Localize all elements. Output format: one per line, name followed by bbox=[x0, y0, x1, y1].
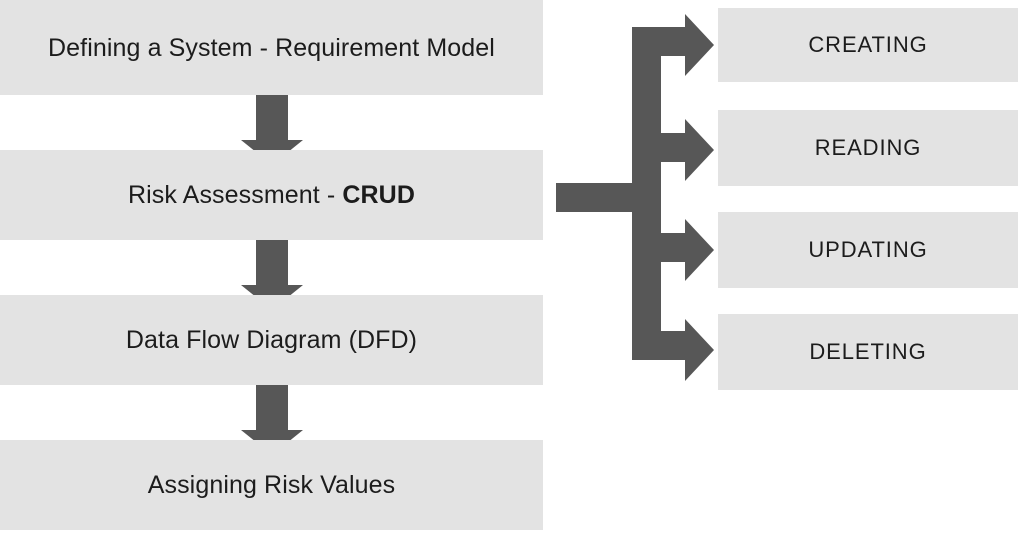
process-step-label-3: Data Flow Diagram (DFD) bbox=[125, 326, 418, 354]
process-step-label-4: Assigning Risk Values bbox=[147, 471, 396, 499]
process-step-box-1[interactable]: Defining a System - Requirement Model bbox=[0, 0, 543, 95]
process-step-box-2[interactable]: Risk Assessment - CRUD bbox=[0, 150, 543, 240]
process-step-label-2: Risk Assessment - CRUD bbox=[128, 180, 415, 210]
process-step-box-3[interactable]: Data Flow Diagram (DFD) bbox=[0, 295, 543, 385]
crud-label-deleting: DELETING bbox=[809, 338, 927, 364]
crud-label-creating: CREATING bbox=[808, 31, 928, 57]
process-step-box-4[interactable]: Assigning Risk Values bbox=[0, 440, 543, 530]
branch-stem bbox=[556, 183, 636, 212]
branch-arrow-updating bbox=[655, 219, 714, 281]
branch-arrow-deleting bbox=[632, 319, 714, 381]
crud-box-creating[interactable]: CREATING bbox=[718, 8, 1018, 82]
branch-arrow-creating bbox=[632, 14, 714, 76]
branch-arrow-reading bbox=[655, 119, 714, 181]
crud-box-updating[interactable]: UPDATING bbox=[718, 212, 1018, 288]
crud-box-deleting[interactable]: DELETING bbox=[718, 314, 1018, 390]
branch-trunk bbox=[632, 27, 661, 360]
crud-box-reading[interactable]: READING bbox=[718, 110, 1018, 186]
crud-label-updating: UPDATING bbox=[808, 236, 928, 262]
process-step-label-2-emphasis: CRUD bbox=[342, 181, 415, 209]
process-step-label-1: Defining a System - Requirement Model bbox=[48, 33, 495, 62]
crud-label-reading: READING bbox=[814, 134, 922, 160]
process-step-label-2-text: Risk Assessment - bbox=[128, 181, 343, 209]
